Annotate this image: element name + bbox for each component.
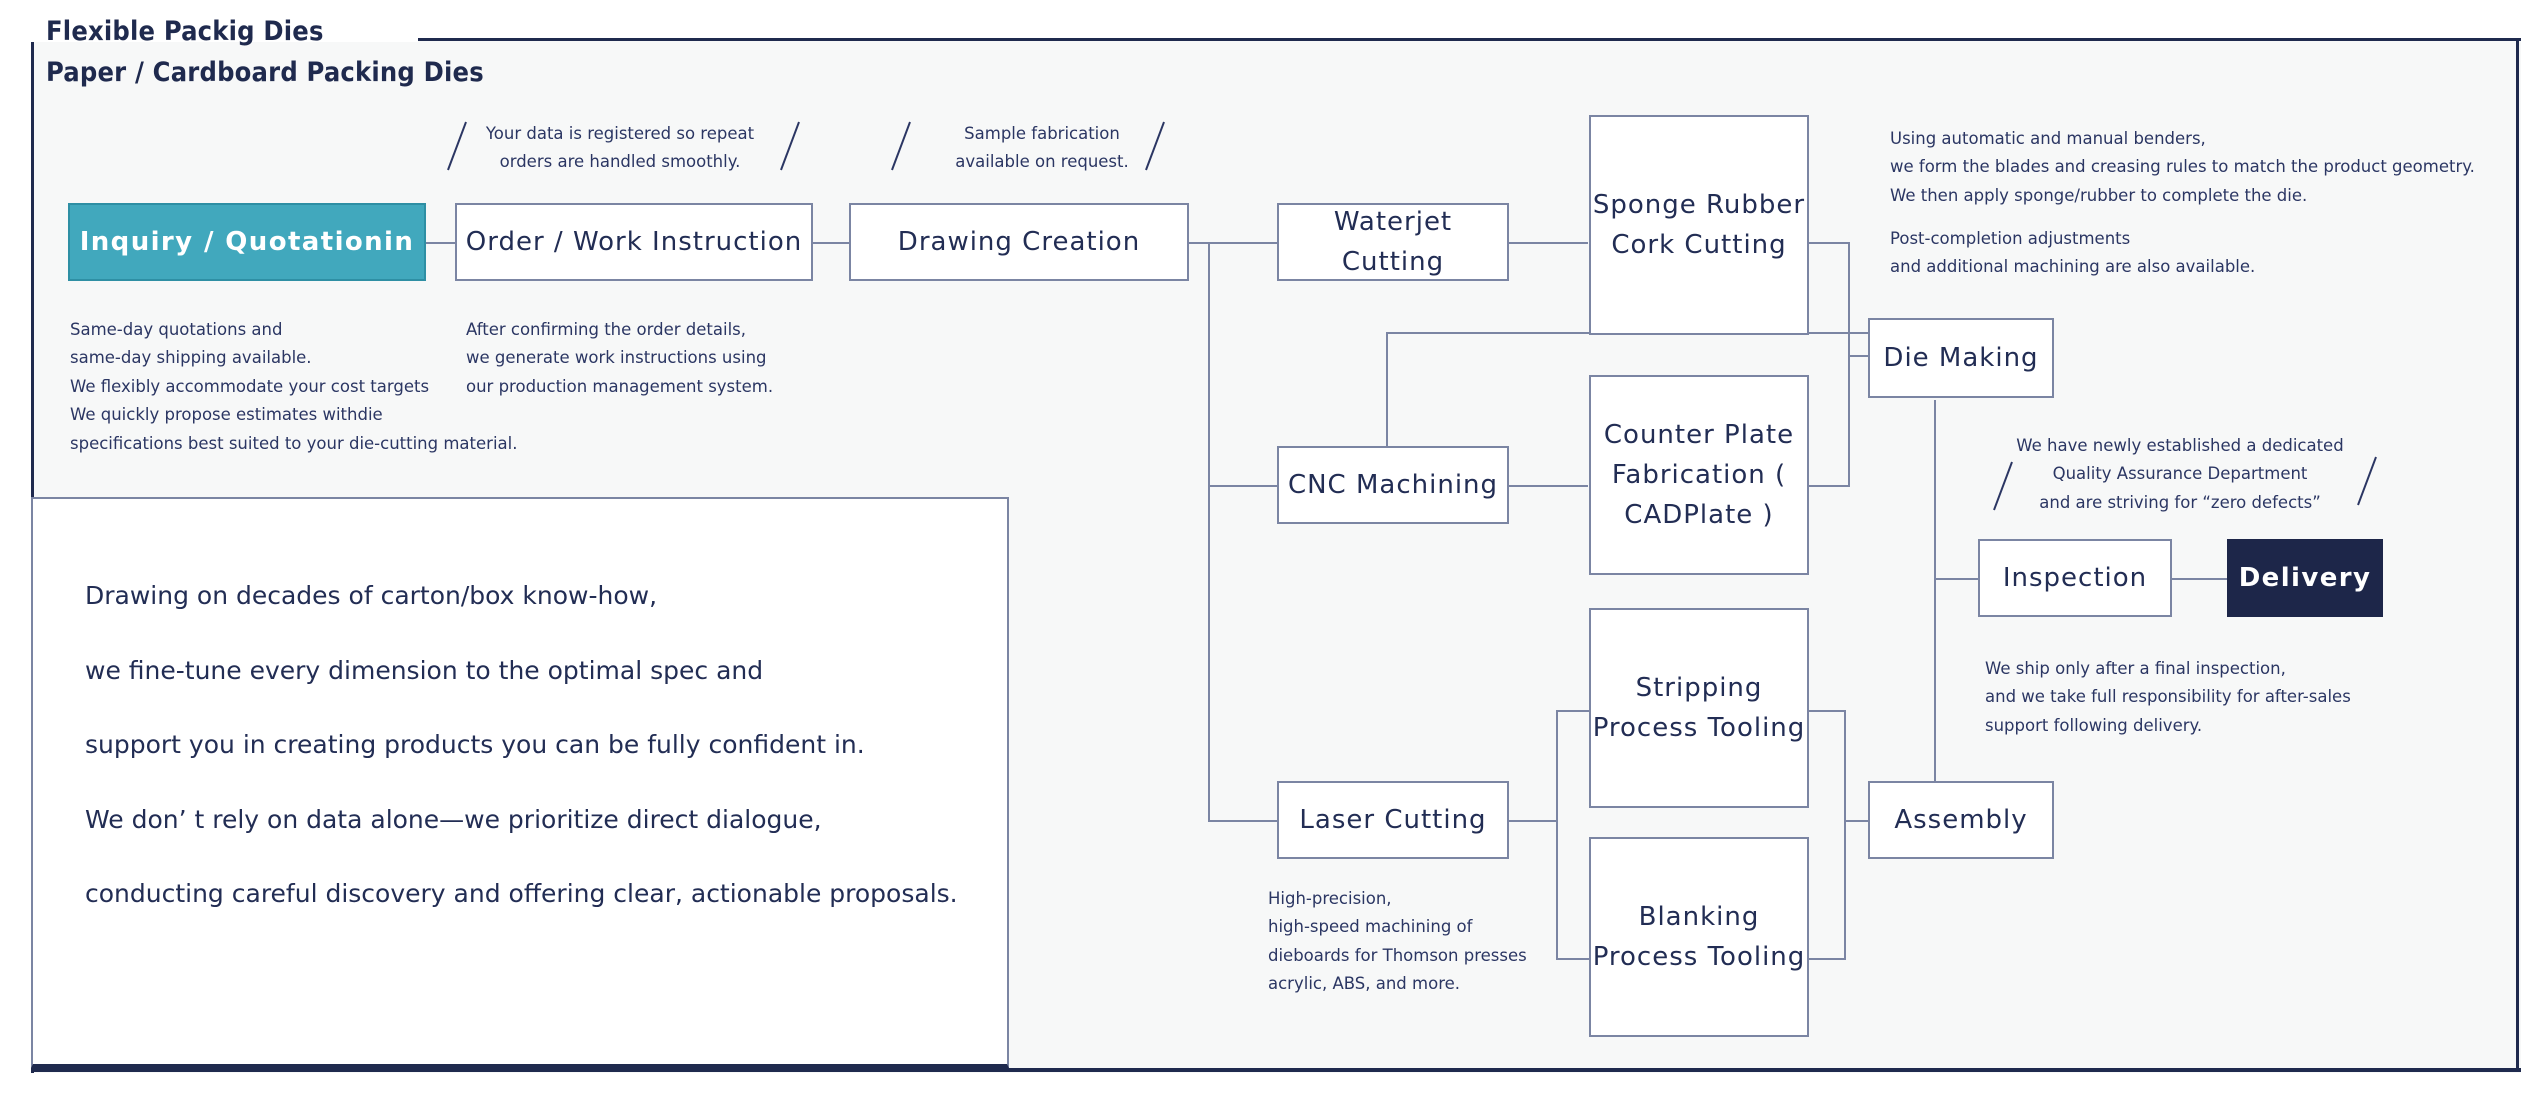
connector-bus-vertical [1208, 242, 1210, 822]
node-inspection[interactable]: Inspection [1978, 539, 2172, 617]
connector-inspection-delivery [2172, 578, 2228, 580]
slash-right-icon-repeat-orders [775, 120, 803, 172]
caption-die-making-primary: Using automatic and manual benders, we f… [1890, 129, 2475, 205]
frame-right-border [2516, 38, 2519, 1072]
caption-order: After confirming the order details, we g… [466, 320, 774, 396]
slash-left-icon-quality-assurance [1990, 460, 2018, 512]
node-cnc-machining[interactable]: CNC Machining [1277, 446, 1509, 524]
node-counter-plate-fabrication[interactable]: Counter Plate Fabrication ( CADPlate ) [1589, 375, 1809, 575]
node-assembly[interactable]: Assembly [1868, 781, 2054, 859]
node-order-work-instruction[interactable]: Order / Work Instruction [455, 203, 813, 281]
node-laser-label: Laser Cutting [1299, 804, 1487, 835]
node-waterjet-cutting[interactable]: Waterjet Cutting [1277, 203, 1509, 281]
connector-bus-waterjet [1208, 242, 1278, 244]
caption-die-making-secondary: Post-completion adjustments and addition… [1890, 229, 2256, 277]
connector-order-drawing [812, 242, 850, 244]
connector-sponge-diemaking [1848, 355, 1868, 357]
connector-waterjet-sponge [1508, 242, 1588, 244]
node-sponge-rubber-cork-cutting[interactable]: Sponge Rubber Cork Cutting [1589, 115, 1809, 335]
connector-assembly-up [1934, 578, 1936, 820]
frame-top-gap [31, 36, 418, 42]
node-sponge-label: Sponge Rubber Cork Cutting [1592, 189, 1806, 260]
node-inquiry-quotation[interactable]: Inquiry / Quotationin [68, 203, 426, 281]
connector-cnc-counterplate [1508, 485, 1588, 487]
company-statement-text: Drawing on decades of carton/box know-ho… [85, 581, 958, 908]
connector-bus-cnc [1208, 485, 1278, 487]
connector-sponge-right [1808, 242, 1850, 244]
frame-bottom-border [31, 1068, 2521, 1072]
page-title-primary: Flexible Packig Dies [46, 16, 324, 47]
node-stripping-process-tooling[interactable]: Stripping Process Tooling [1589, 608, 1809, 808]
node-drawing-creation[interactable]: Drawing Creation [849, 203, 1189, 281]
connector-inquiry-order [424, 242, 456, 244]
slash-left-icon-sample-fabrication [888, 120, 916, 172]
node-cnc-label: CNC Machining [1287, 469, 1499, 500]
node-delivery[interactable]: Delivery [2227, 539, 2383, 617]
connector-laser-blanking [1556, 958, 1590, 960]
connector-counterplate-right [1808, 485, 1850, 487]
node-diemaking-label: Die Making [1883, 342, 2039, 373]
node-blanking-label: Blanking Process Tooling [1592, 901, 1806, 972]
node-waterjet-label: Waterjet Cutting [1333, 206, 1453, 277]
node-assembly-label: Assembly [1894, 804, 2028, 835]
note-repeat-orders: Your data is registered so repeat orders… [485, 124, 755, 172]
caption-laser-cutting: High-precision, high-speed machining of … [1268, 889, 1527, 994]
connector-diemaking-inspection [1934, 578, 1978, 580]
node-blanking-process-tooling[interactable]: Blanking Process Tooling [1589, 837, 1809, 1037]
node-counterplate-label: Counter Plate Fabrication ( CADPlate ) [1603, 419, 1795, 531]
connector-blanking-right [1808, 958, 1846, 960]
node-laser-cutting[interactable]: Laser Cutting [1277, 781, 1509, 859]
node-delivery-label: Delivery [2238, 562, 2372, 593]
connector-cnc-up [1386, 332, 1388, 487]
note-quality-assurance: We have newly established a dedicated Qu… [2016, 436, 2344, 512]
caption-inquiry: Same-day quotations and same-day shippin… [70, 320, 518, 453]
node-order-label: Order / Work Instruction [465, 226, 803, 257]
connector-laser-stripping [1556, 710, 1590, 712]
node-drawing-label: Drawing Creation [897, 226, 1141, 257]
caption-delivery: We ship only after a final inspection, a… [1985, 659, 2351, 735]
node-inquiry-label: Inquiry / Quotationin [79, 226, 415, 257]
connector-assembly-bus [1844, 710, 1846, 960]
company-statement-panel: Drawing on decades of carton/box know-ho… [31, 497, 1009, 1068]
slash-left-icon-repeat-orders [444, 120, 472, 172]
connector-bus-laser [1208, 820, 1278, 822]
connector-laser-vertical [1556, 710, 1558, 960]
connector-laser-split [1508, 820, 1558, 822]
slash-right-icon-quality-assurance [2352, 455, 2380, 507]
node-die-making[interactable]: Die Making [1868, 318, 2054, 398]
connector-sponge-down [1848, 242, 1850, 357]
connector-diemaking-down [1934, 400, 1936, 578]
node-stripping-label: Stripping Process Tooling [1592, 672, 1806, 743]
connector-counterplate-up [1848, 332, 1850, 487]
slash-right-icon-sample-fabrication [1140, 120, 1168, 172]
node-inspection-label: Inspection [2002, 562, 2148, 593]
connector-bus-assembly [1844, 820, 1870, 822]
page-title-secondary: Paper / Cardboard Packing Dies [46, 57, 484, 88]
connector-stripping-right [1808, 710, 1846, 712]
note-sample-fabrication: Sample fabrication available on request. [955, 124, 1129, 172]
